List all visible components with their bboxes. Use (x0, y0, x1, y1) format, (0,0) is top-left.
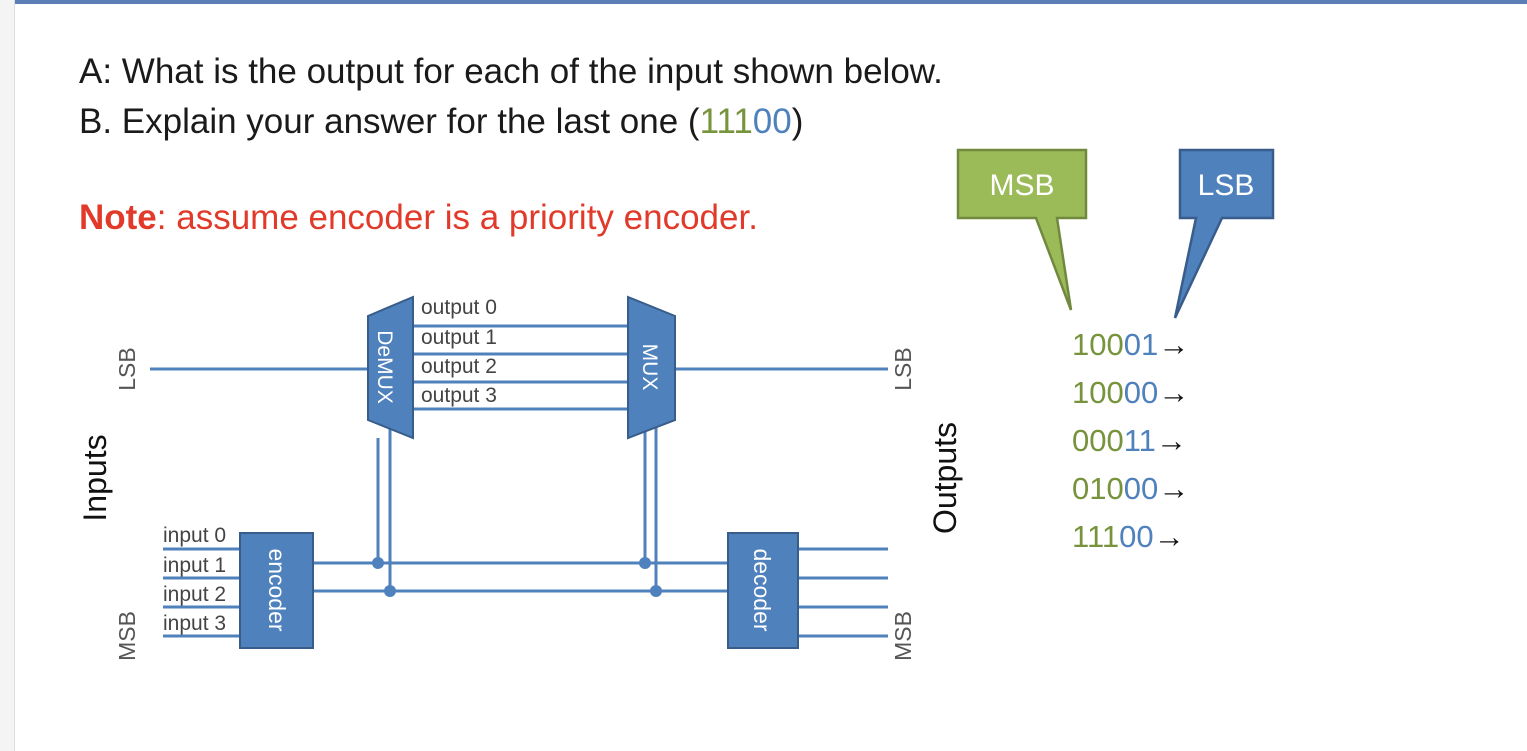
input-2-label: input 2 (163, 583, 226, 606)
msb-callout-label: MSB (989, 169, 1054, 202)
input-0-label: input 0 (163, 524, 226, 547)
encoder-block: encoder (239, 532, 314, 649)
sequence-1: 10001→ (1072, 327, 1189, 362)
input-1-label: input 1 (163, 554, 226, 577)
wire-junctions (372, 557, 662, 597)
output-lsb-label: LSB (890, 347, 916, 390)
demux-output-labels: output 0 output 1 output 2 output 3 (421, 296, 497, 407)
note-text: : assume encoder is a priority encoder. (156, 198, 758, 237)
demux-block: DeMUX (367, 295, 414, 440)
sequence-3: 00011→ (1072, 423, 1187, 458)
mux-label: MUX (638, 344, 661, 391)
outputs-label: Outputs (927, 422, 963, 534)
note: Note: assume encoder is a priority encod… (79, 198, 758, 238)
question-b: B. Explain your answer for the last one … (79, 102, 803, 142)
encoder-input-labels: input 0 input 1 input 2 input 3 (163, 524, 226, 635)
question-a: A: What is the output for each of the in… (79, 52, 943, 91)
question-b-suffix: ) (791, 102, 804, 141)
question-b-code-blue: 00 (752, 102, 792, 141)
sequence-2: 10000→ (1072, 375, 1189, 410)
output-3-label: output 3 (421, 384, 497, 407)
lsb-callout: LSB (1173, 148, 1275, 319)
question-b-code-green: 111 (699, 102, 753, 141)
mux-block: MUX (627, 295, 676, 440)
decoder-block: decoder (727, 532, 799, 649)
decoder-label: decoder (749, 548, 775, 631)
input-3-label: input 3 (163, 612, 226, 635)
sequence-4: 01000→ (1072, 471, 1189, 506)
input-msb-label: MSB (114, 611, 140, 661)
encoder-label: encoder (264, 548, 290, 631)
output-msb-label: MSB (890, 611, 916, 661)
demux-label: DeMUX (373, 330, 396, 404)
inputs-label: Inputs (77, 434, 113, 521)
msb-callout: MSB (956, 148, 1088, 311)
output-2-label: output 2 (421, 355, 497, 378)
input-lsb-label: LSB (114, 347, 140, 390)
question-b-prefix: B. Explain your answer for the last one … (79, 102, 700, 141)
top-rule (0, 0, 1527, 4)
left-margin (0, 0, 15, 751)
lsb-callout-label: LSB (1198, 169, 1255, 202)
note-bold: Note (79, 198, 157, 237)
sequence-5: 11100→ (1072, 519, 1185, 554)
sequence-list: 10001→ 10000→ 00011→ 01000→ 11100→ (1072, 327, 1189, 554)
output-1-label: output 1 (421, 326, 497, 349)
output-0-label: output 0 (421, 296, 497, 319)
